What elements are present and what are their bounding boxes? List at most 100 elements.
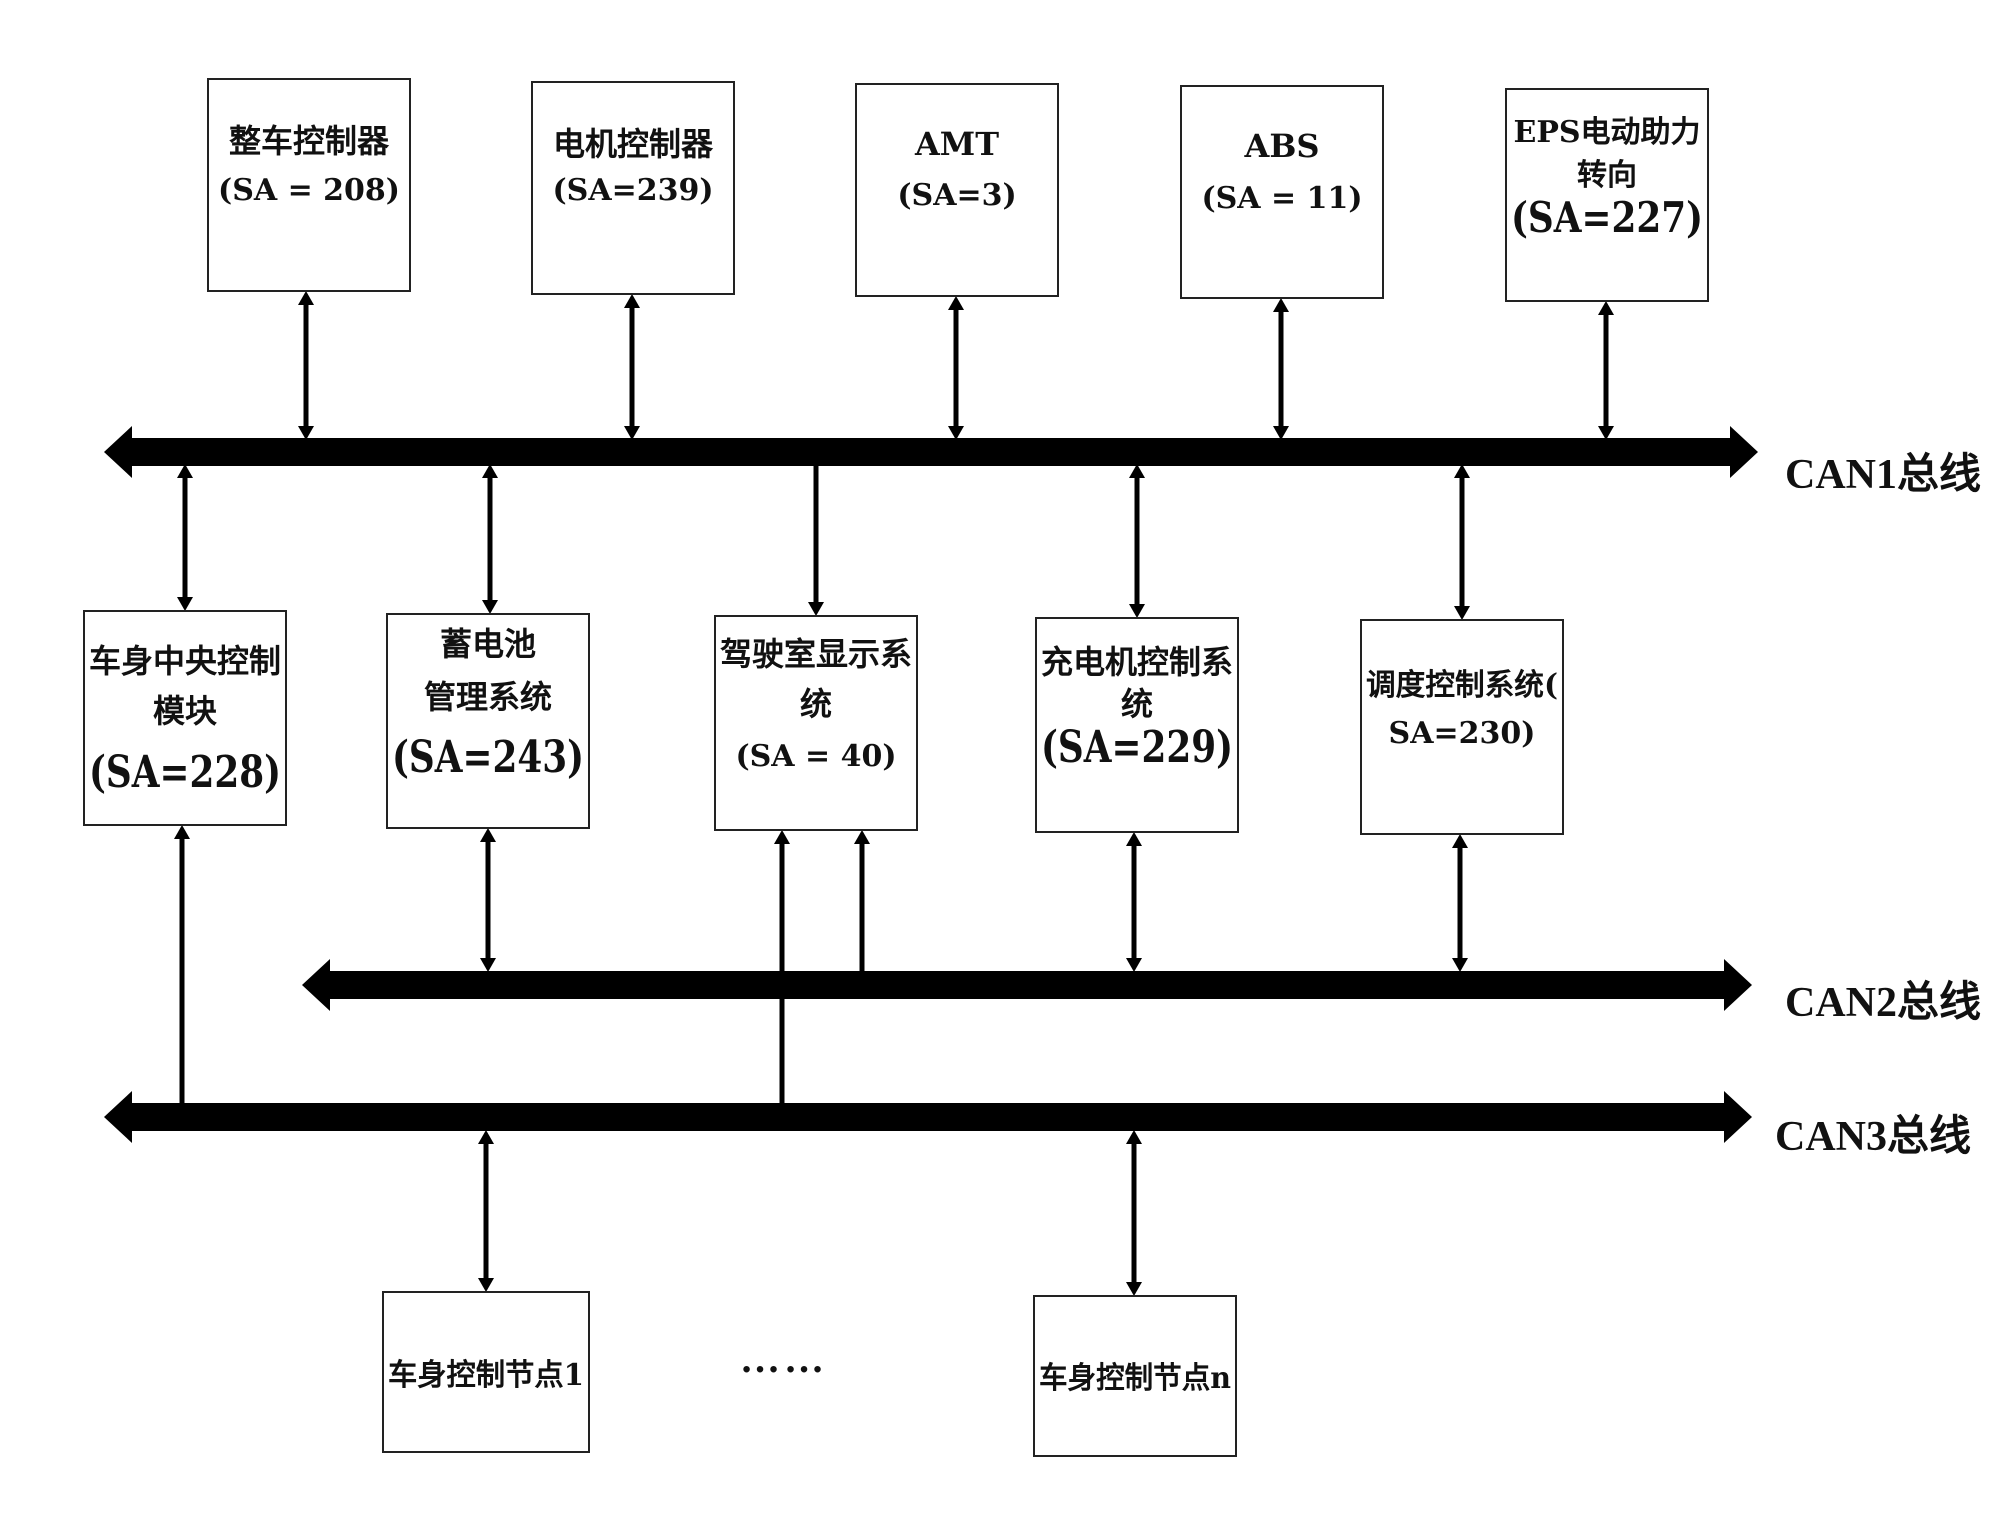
bcm-label-line-3: (SA=228) (89, 747, 281, 798)
cab-can3-link-arrow-up (774, 830, 790, 844)
node1-box: 车身控制节点1 (382, 1291, 590, 1453)
abs-label-line-2: (SA = 11) (1201, 181, 1362, 216)
can1-bus: CAN1总线 (104, 426, 1981, 498)
dsp-label-line-2: SA=230) (1389, 716, 1536, 751)
amt-can1-link-arrow-up (948, 296, 964, 310)
chg-label-line-2: 统 (1121, 685, 1153, 723)
chg-can2-link (1126, 832, 1142, 972)
can2-arrow-left (302, 959, 330, 1011)
dsp-box: 调度控制系统(SA=230) (1360, 619, 1564, 835)
mcu-label-line-2: (SA=239) (552, 173, 713, 208)
bms-can2-link-arrow-up (480, 828, 496, 842)
can3-label: CAN3总线 (1775, 1113, 1971, 1160)
eps-label-line-1: EPS电动助力 (1513, 115, 1700, 150)
node1-can3-link (478, 1130, 494, 1292)
node1-label-line-1: 车身控制节点1 (388, 1358, 584, 1393)
vcu-can1-link (298, 291, 314, 440)
amt-box: AMT (SA=3) (855, 83, 1059, 297)
links-layer (174, 291, 1614, 1296)
mcu-box: 电机控制器 (SA=239) (531, 81, 735, 295)
amt-can1-link-arrow-down (948, 426, 964, 440)
can3-arrow-left (104, 1091, 132, 1143)
dsp-can1-link-arrow-up (1454, 464, 1470, 478)
vcu-label-line-1: 整车控制器 (229, 122, 390, 160)
eps-label-line-3: (SA=227) (1511, 193, 1703, 242)
can3-arrow-right (1724, 1091, 1752, 1143)
amt-can1-link (948, 296, 964, 440)
abs-box-frame (1180, 85, 1384, 299)
bms-can1-link-arrow-down (482, 600, 498, 614)
bcm-can3-link-arrow-up (174, 825, 190, 839)
eps-can1-link-arrow-up (1598, 301, 1614, 315)
bms-can1-link (482, 464, 498, 614)
node1-can3-link-arrow-up (478, 1130, 494, 1144)
can1-arrow-right (1730, 426, 1758, 478)
chg-can1-link-arrow-down (1129, 604, 1145, 618)
vcu-can1-link-arrow-up (298, 291, 314, 305)
can1-bus-line (132, 438, 1730, 466)
dsp-can2-link-arrow-down (1452, 958, 1468, 972)
eps-label-line-2: 转向 (1577, 158, 1637, 193)
noden-can3-link-arrow-up (1126, 1130, 1142, 1144)
boxes-layer: 整车控制器 (SA = 208) 电机控制器 (SA=239) AMT (SA=3) ABS… (83, 78, 1709, 1457)
cab-label-line-3: (SA = 40) (735, 739, 896, 774)
noden-box-frame (1033, 1295, 1237, 1457)
mcu-box-frame (531, 81, 735, 295)
abs-label-line-1: ABS (1244, 127, 1320, 165)
dsp-can1-link-arrow-down (1454, 606, 1470, 620)
bcm-box-frame (83, 610, 287, 826)
bcm-can1-link-arrow-down (177, 597, 193, 611)
chg-can2-link-arrow-down (1126, 958, 1142, 972)
can2-bus-line (330, 971, 1724, 999)
abs-can1-link-arrow-up (1273, 298, 1289, 312)
cab-can2-link (854, 830, 870, 972)
noden-label-line-1: 车身控制节点n (1039, 1361, 1231, 1396)
noden-can3-link-arrow-down (1126, 1282, 1142, 1296)
bms-label-line-1: 蓄电池 (440, 625, 536, 663)
vcu-box: 整车控制器 (SA = 208) (207, 78, 411, 292)
vcu-label-line-2: (SA = 208) (218, 173, 400, 208)
bms-can2-link (480, 828, 496, 972)
dsp-can2-link (1452, 834, 1468, 972)
node1-box-frame (382, 1291, 590, 1453)
ellipsis-text: …… (740, 1336, 828, 1381)
bms-can2-link-arrow-down (480, 958, 496, 972)
vcu-can1-link-arrow-down (298, 426, 314, 440)
chg-box-frame (1035, 617, 1239, 833)
cab-can2-link-arrow-up (854, 830, 870, 844)
amt-label-line-1: AMT (914, 125, 999, 163)
amt-label-line-2: (SA=3) (897, 178, 1016, 213)
bms-label-line-3: (SA=243) (392, 732, 584, 783)
bcm-label-line-2: 模块 (153, 692, 217, 730)
cab-label-line-1: 驾驶室显示系 (720, 635, 912, 673)
mcu-label-line-1: 电机控制器 (553, 125, 714, 163)
cab-can3-link (774, 830, 790, 1104)
vcu-box-frame (207, 78, 411, 292)
chg-label-line-3: (SA=229) (1041, 722, 1233, 773)
dsp-can1-link (1454, 464, 1470, 620)
noden-box: 车身控制节点n (1033, 1295, 1237, 1457)
cab-label-line-2: 统 (800, 685, 832, 723)
bcm-can3-link (174, 825, 190, 1104)
abs-can1-link (1273, 298, 1289, 440)
bcm-can1-link (177, 464, 193, 611)
chg-can1-link-arrow-up (1129, 464, 1145, 478)
chg-label-line-1: 充电机控制系 (1041, 643, 1233, 681)
abs-box: ABS (SA = 11) (1180, 85, 1384, 299)
eps-box-frame (1505, 88, 1709, 302)
eps-can1-link-arrow-down (1598, 426, 1614, 440)
can1-arrow-left (104, 426, 132, 478)
noden-can3-link (1126, 1130, 1142, 1296)
chg-can2-link-arrow-up (1126, 832, 1142, 846)
cab-box-frame (714, 615, 918, 831)
can2-bus: CAN2总线 (302, 959, 1981, 1026)
amt-box-frame (855, 83, 1059, 297)
bcm-label-line-1: 车身中央控制 (89, 642, 281, 680)
buses-layer: CAN1总线 CAN2总线 CAN3总线 (104, 426, 1981, 1160)
